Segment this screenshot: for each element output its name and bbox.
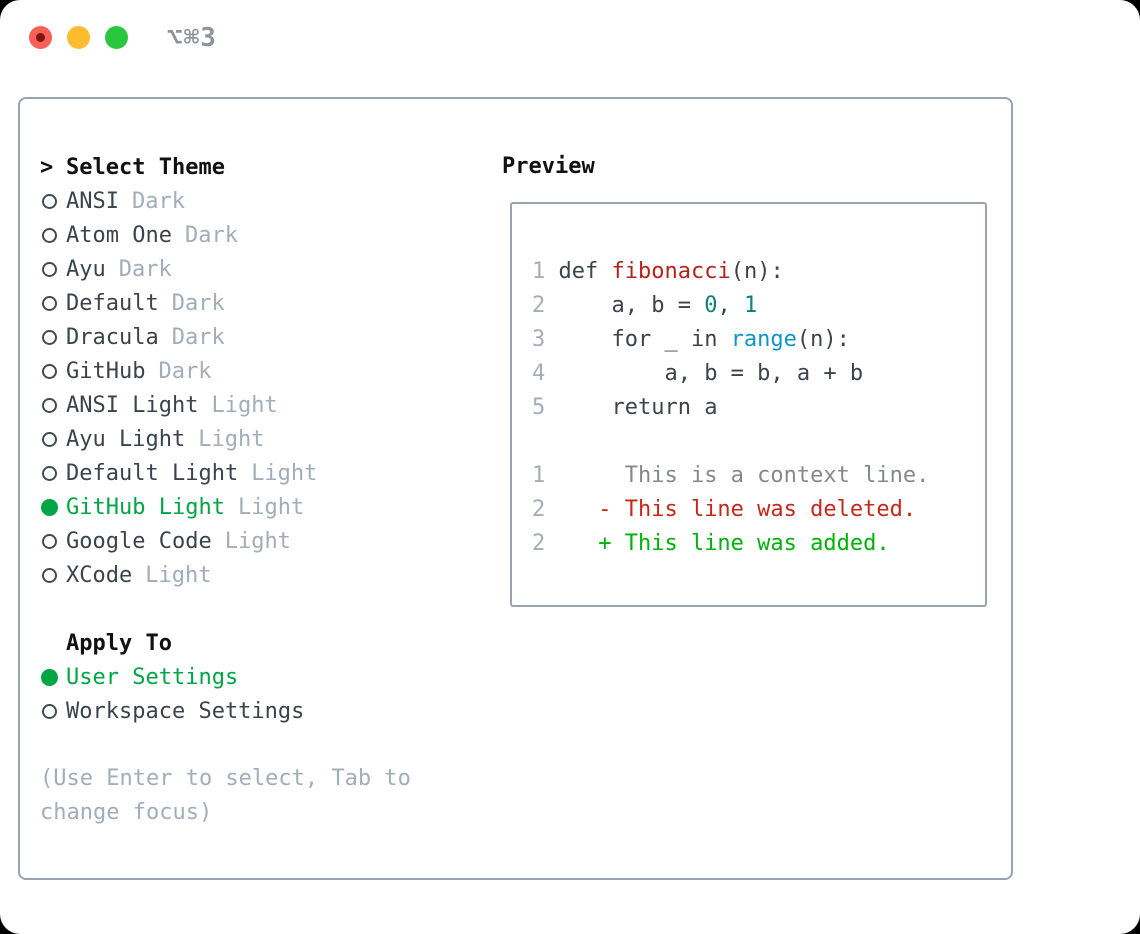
- preview-title: Preview: [502, 154, 595, 179]
- theme-option-default-light[interactable]: Default Light Light: [40, 456, 411, 490]
- theme-variant-tag: Dark: [158, 358, 212, 384]
- apply-option-user-settings[interactable]: User Settings: [40, 660, 411, 694]
- theme-option-ayu-light[interactable]: Ayu Light Light: [40, 422, 411, 456]
- radio-unselected-icon: [42, 397, 57, 413]
- apply-option-label: User Settings: [66, 664, 239, 690]
- keyboard-hint-line1: (Use Enter to select, Tab to: [40, 766, 411, 791]
- radio-unselected-icon: [42, 567, 57, 583]
- theme-variant-tag: Light: [224, 528, 291, 554]
- code-line: 5 return a: [532, 395, 718, 420]
- apply-option-workspace-settings[interactable]: Workspace Settings: [40, 694, 411, 728]
- theme-option-label: GitHub Light: [66, 494, 225, 520]
- theme-variant-tag: Dark: [131, 188, 185, 214]
- minimize-button[interactable]: [67, 26, 90, 49]
- theme-variant-tag: Light: [145, 562, 212, 588]
- theme-option-label: Default: [66, 290, 159, 316]
- theme-option-label: Dracula: [66, 324, 159, 350]
- theme-option-label: Atom One: [66, 222, 172, 248]
- theme-variant-tag: Dark: [184, 222, 238, 248]
- apply-to-header: Apply To: [40, 626, 411, 660]
- radio-unselected-icon: [42, 261, 57, 277]
- spacer-row: [40, 592, 411, 626]
- radio-unselected-icon: [42, 465, 57, 481]
- code-line: 2 + This line was added.: [532, 531, 890, 556]
- theme-option-label: ANSI Light: [66, 392, 199, 418]
- select-theme-title: Select Theme: [66, 154, 225, 180]
- theme-variant-tag: Light: [251, 460, 318, 486]
- theme-variant-tag: Dark: [171, 324, 225, 350]
- theme-variant-tag: Dark: [118, 256, 172, 282]
- theme-variant-tag: Light: [237, 494, 305, 520]
- close-dot-icon: [36, 33, 45, 42]
- close-button[interactable]: [29, 26, 52, 49]
- apply-option-label: Workspace Settings: [66, 698, 305, 724]
- keyboard-hint-line2: change focus): [40, 800, 213, 825]
- code-line: 1 This is a context line.: [532, 463, 930, 488]
- theme-option-xcode[interactable]: XCode Light: [40, 558, 411, 592]
- theme-option-atom-one[interactable]: Atom One Dark: [40, 218, 411, 252]
- theme-option-github[interactable]: GitHub Dark: [40, 354, 411, 388]
- focus-caret-icon: >: [40, 154, 54, 180]
- theme-option-ansi[interactable]: ANSI Dark: [40, 184, 411, 218]
- theme-option-ansi-light[interactable]: ANSI Light Light: [40, 388, 411, 422]
- radio-unselected-icon: [42, 363, 57, 379]
- theme-variant-tag: Dark: [171, 290, 225, 316]
- theme-option-label: Ayu: [66, 256, 106, 282]
- select-theme-header: > Select Theme: [40, 150, 411, 184]
- code-line: 1 def fibonacci(n):: [532, 259, 784, 284]
- radio-selected-icon: [41, 668, 58, 686]
- theme-option-github-light[interactable]: GitHub Light Light: [40, 490, 411, 524]
- theme-variant-tag: Light: [211, 392, 278, 418]
- radio-selected-icon: [41, 498, 58, 516]
- theme-option-default[interactable]: Default Dark: [40, 286, 411, 320]
- radio-unselected-icon: [42, 329, 57, 345]
- zoom-button[interactable]: [105, 26, 128, 49]
- code-preview: 1 def fibonacci(n): 2 a, b = 0, 1 3 for _ …: [532, 255, 929, 561]
- theme-option-label: XCode: [66, 562, 133, 588]
- code-line: 2 a, b = 0, 1: [532, 293, 758, 318]
- apply-to-title: Apply To: [66, 630, 172, 656]
- radio-unselected-icon: [42, 533, 57, 549]
- code-line: [532, 425, 929, 459]
- spacer-row: [40, 728, 411, 762]
- window-title: ⌥⌘3: [167, 23, 217, 53]
- theme-option-label: ANSI: [66, 188, 119, 214]
- theme-variant-tag: Light: [198, 426, 265, 452]
- theme-option-label: Default Light: [66, 460, 239, 486]
- code-line: 2 - This line was deleted.: [532, 497, 917, 522]
- code-line: 4 a, b = b, a + b: [532, 361, 864, 386]
- theme-option-google-code[interactable]: Google Code Light: [40, 524, 411, 558]
- theme-option-label: Ayu Light: [66, 426, 186, 452]
- radio-unselected-icon: [42, 227, 57, 243]
- code-line: 3 for _ in range(n):: [532, 327, 850, 352]
- theme-option-label: Google Code: [66, 528, 212, 554]
- theme-option-dracula[interactable]: Dracula Dark: [40, 320, 411, 354]
- radio-unselected-icon: [42, 193, 57, 209]
- theme-option-ayu[interactable]: Ayu Dark: [40, 252, 411, 286]
- radio-unselected-icon: [42, 703, 57, 719]
- titlebar: ⌥⌘3: [0, 0, 1140, 76]
- radio-unselected-icon: [42, 295, 57, 311]
- radio-unselected-icon: [42, 431, 57, 447]
- theme-option-label: GitHub: [66, 358, 146, 384]
- preview-box: 1 def fibonacci(n): 2 a, b = 0, 1 3 for _ …: [510, 202, 987, 607]
